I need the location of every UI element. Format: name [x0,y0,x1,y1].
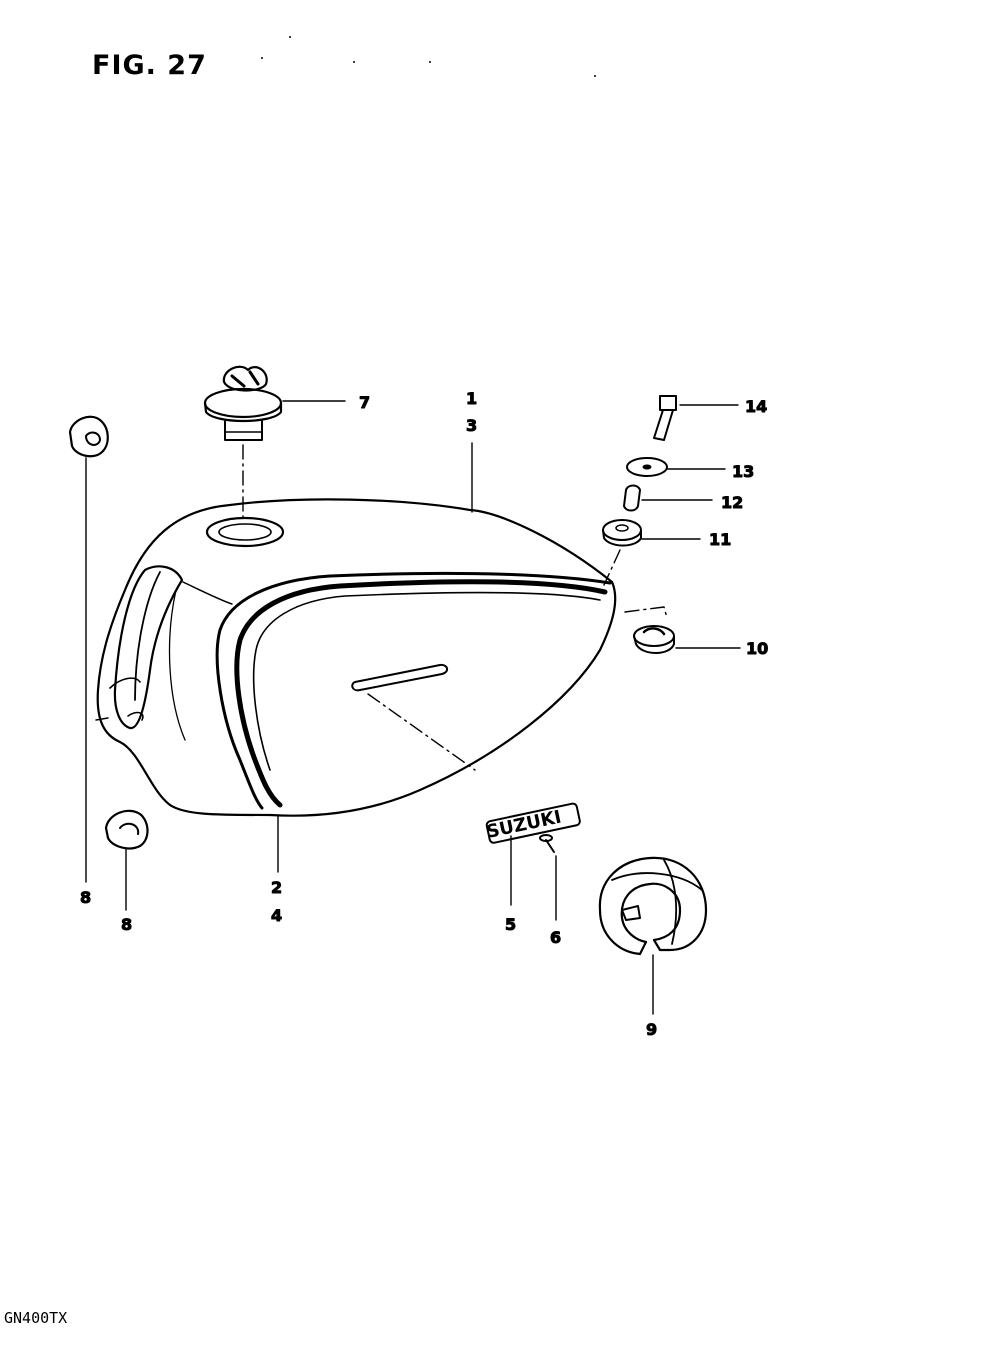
tank-cushion [598,856,708,956]
callout-8-right: 8 [121,915,132,934]
alignment-lines [242,444,668,771]
figure-title: FIG. 27 [92,50,207,81]
model-code: GN400TX [4,1309,68,1327]
collar [623,484,641,512]
callout-14: 14 [745,397,767,416]
cushion-rear-left [68,415,109,458]
callout-5: 5 [505,915,516,934]
bolt [653,395,677,441]
callout-10: 10 [746,639,768,658]
callout-2: 2 [271,878,282,897]
cushion-front-lower [633,625,675,654]
callout-labels: 1 3 2 4 5 6 7 8 8 9 10 11 12 13 14 [80,389,769,1040]
scan-specks [261,36,596,77]
callout-11: 11 [709,530,731,549]
callout-13: 13 [732,462,754,481]
leader-lines [85,400,741,1015]
cushion-front-upper [602,519,642,547]
emblem [485,802,581,844]
callout-12: 12 [721,493,743,512]
callout-3: 3 [466,416,477,435]
callout-1: 1 [466,389,477,408]
fuel-cap [203,365,283,441]
fuel-tank [96,498,617,817]
screw [539,834,555,853]
callout-4: 4 [271,906,282,925]
callout-6: 6 [550,928,561,947]
washer [626,457,668,477]
callout-8-left: 8 [80,888,91,907]
callout-7: 7 [359,393,370,412]
callout-9: 9 [646,1020,657,1039]
cushion-rear-right [104,809,149,850]
